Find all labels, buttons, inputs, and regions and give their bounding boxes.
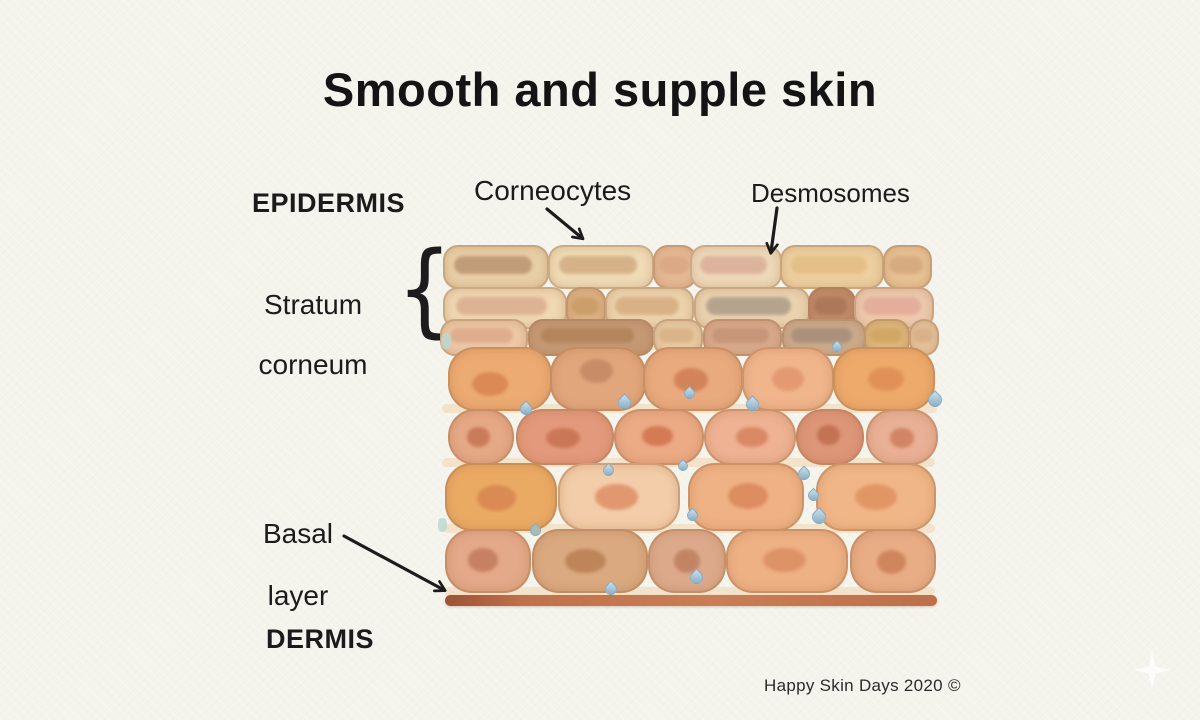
connective-strip — [442, 458, 935, 467]
cell-nucleus — [791, 328, 852, 344]
cell-nucleus — [468, 547, 498, 572]
skin-cell — [704, 409, 796, 465]
cell-nucleus — [868, 367, 904, 391]
skin-cell — [516, 409, 614, 465]
skin-cell — [443, 245, 549, 289]
skin-cell — [883, 245, 932, 289]
skin-cell — [643, 347, 743, 411]
skin-cell — [833, 347, 935, 411]
label-stratum-line2: corneum — [258, 349, 368, 380]
skin-cell — [866, 409, 938, 465]
cell-nucleus — [454, 255, 532, 275]
label-basal-line1: Basal — [262, 518, 334, 549]
cell-nucleus — [889, 255, 924, 275]
cell-nucleus — [876, 550, 907, 575]
skin-cell — [448, 409, 514, 465]
cell-nucleus — [571, 297, 599, 315]
skin-cell — [796, 409, 864, 465]
cell-nucleus — [735, 426, 768, 448]
dermis-membrane-band — [445, 595, 937, 606]
connective-strip — [444, 524, 935, 533]
cell-nucleus — [855, 484, 897, 510]
skin-cell — [690, 245, 782, 289]
cell-nucleus — [728, 482, 769, 509]
skin-cell — [850, 529, 936, 593]
cell-nucleus — [472, 371, 508, 396]
label-desmosomes: Desmosomes — [751, 178, 910, 208]
cell-nucleus — [706, 297, 792, 315]
cell-nucleus — [862, 297, 921, 315]
skin-cell — [742, 347, 834, 411]
skin-cell — [548, 245, 654, 289]
page-title: Smooth and supple skin — [322, 63, 878, 116]
cell-nucleus — [772, 367, 804, 391]
skin-cell — [688, 463, 804, 531]
credit-text: Happy Skin Days 2020 © — [764, 676, 961, 695]
cell-nucleus — [614, 297, 680, 315]
cell-nucleus — [477, 485, 517, 512]
cell-nucleus — [565, 549, 606, 573]
cell-nucleus — [763, 547, 806, 572]
cell-nucleus — [449, 328, 514, 344]
basal-layer-arrow — [342, 534, 447, 593]
skin-cell — [614, 409, 704, 465]
cell-nucleus — [467, 426, 490, 448]
cell-nucleus — [559, 255, 637, 275]
cell-nucleus — [699, 255, 767, 275]
skin-cell — [445, 529, 531, 593]
cell-nucleus — [711, 328, 769, 344]
cell-nucleus — [595, 484, 638, 510]
cell-nucleus — [540, 328, 634, 344]
label-basal-layer: Basal layer — [242, 487, 354, 611]
cell-nucleus — [658, 255, 689, 275]
cell-nucleus — [889, 427, 915, 449]
skin-cell — [532, 529, 648, 593]
cell-nucleus — [913, 328, 934, 344]
moisture-speck — [441, 333, 451, 349]
skin-illustration — [438, 243, 945, 615]
label-stratum-line1: Stratum — [263, 289, 363, 320]
label-stratum-corneum: Stratum corneum — [228, 260, 398, 380]
moisture-speck — [438, 518, 447, 532]
cell-nucleus — [579, 358, 613, 383]
skin-cell — [558, 463, 680, 531]
skin-cell — [726, 529, 848, 593]
skin-cell — [448, 347, 552, 411]
skin-cell — [445, 463, 557, 531]
cell-nucleus — [659, 328, 695, 344]
skin-cell — [816, 463, 936, 531]
label-corneocytes: Corneocytes — [474, 175, 632, 206]
cell-nucleus — [641, 425, 673, 447]
cell-nucleus — [791, 255, 867, 275]
cell-nucleus — [455, 297, 547, 315]
label-dermis: DERMIS — [266, 624, 375, 654]
corneocytes-arrow — [545, 207, 585, 241]
label-basal-line2: layer — [267, 580, 329, 611]
skin-cell — [550, 347, 646, 411]
cell-nucleus — [817, 424, 841, 446]
cell-nucleus — [813, 297, 848, 315]
cell-nucleus — [546, 427, 581, 449]
skin-cell — [780, 245, 884, 289]
label-epidermis: EPIDERMIS — [252, 188, 406, 218]
skin-cell — [648, 529, 726, 593]
sparkle-decoration — [1133, 651, 1171, 689]
cell-nucleus — [869, 328, 902, 344]
